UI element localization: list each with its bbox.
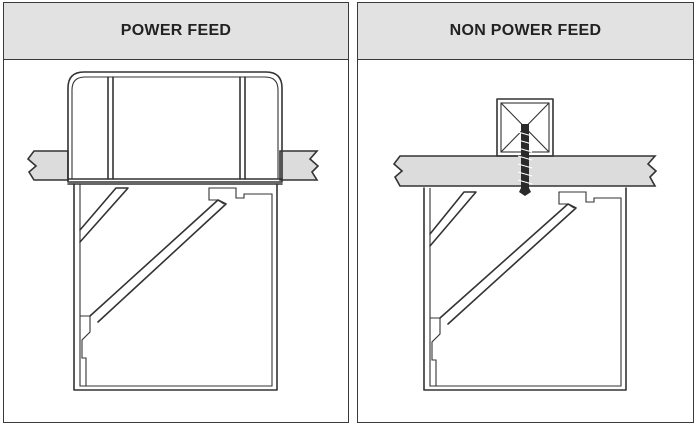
- non-power-feed-panel: NON POWER FEED: [357, 2, 694, 423]
- mounting-surface-right: [279, 150, 320, 181]
- power-feed-diagram: [26, 71, 320, 391]
- screw-icon: [517, 124, 533, 196]
- housing-profile: [423, 187, 627, 391]
- non-power-feed-diagram: [392, 98, 658, 391]
- power-feed-box: [67, 71, 283, 185]
- power-feed-title: POWER FEED: [4, 3, 348, 60]
- non-power-feed-title: NON POWER FEED: [358, 3, 693, 60]
- power-feed-panel: POWER FEED: [3, 2, 349, 423]
- mounting-surface-left: [26, 150, 69, 181]
- housing-profile: [73, 183, 278, 391]
